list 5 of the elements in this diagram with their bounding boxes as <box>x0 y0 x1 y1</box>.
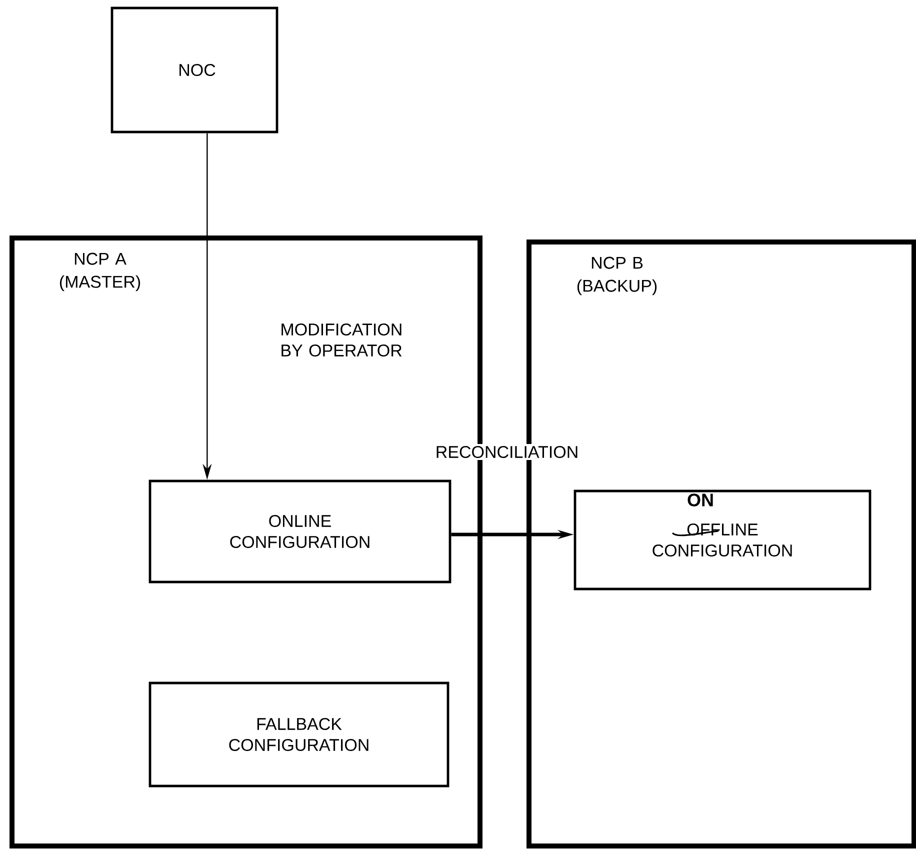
process-box: ONLINE CONFIGURATION <box>148 480 452 584</box>
edge-label: MODIFICATION BY OPERATOR <box>282 323 402 357</box>
process-box: FALLBACK CONFIGURATION <box>148 682 450 788</box>
process-box: ON OFFLINE CONFIGURATION <box>574 490 872 590</box>
process-box: NOC <box>110 6 278 134</box>
